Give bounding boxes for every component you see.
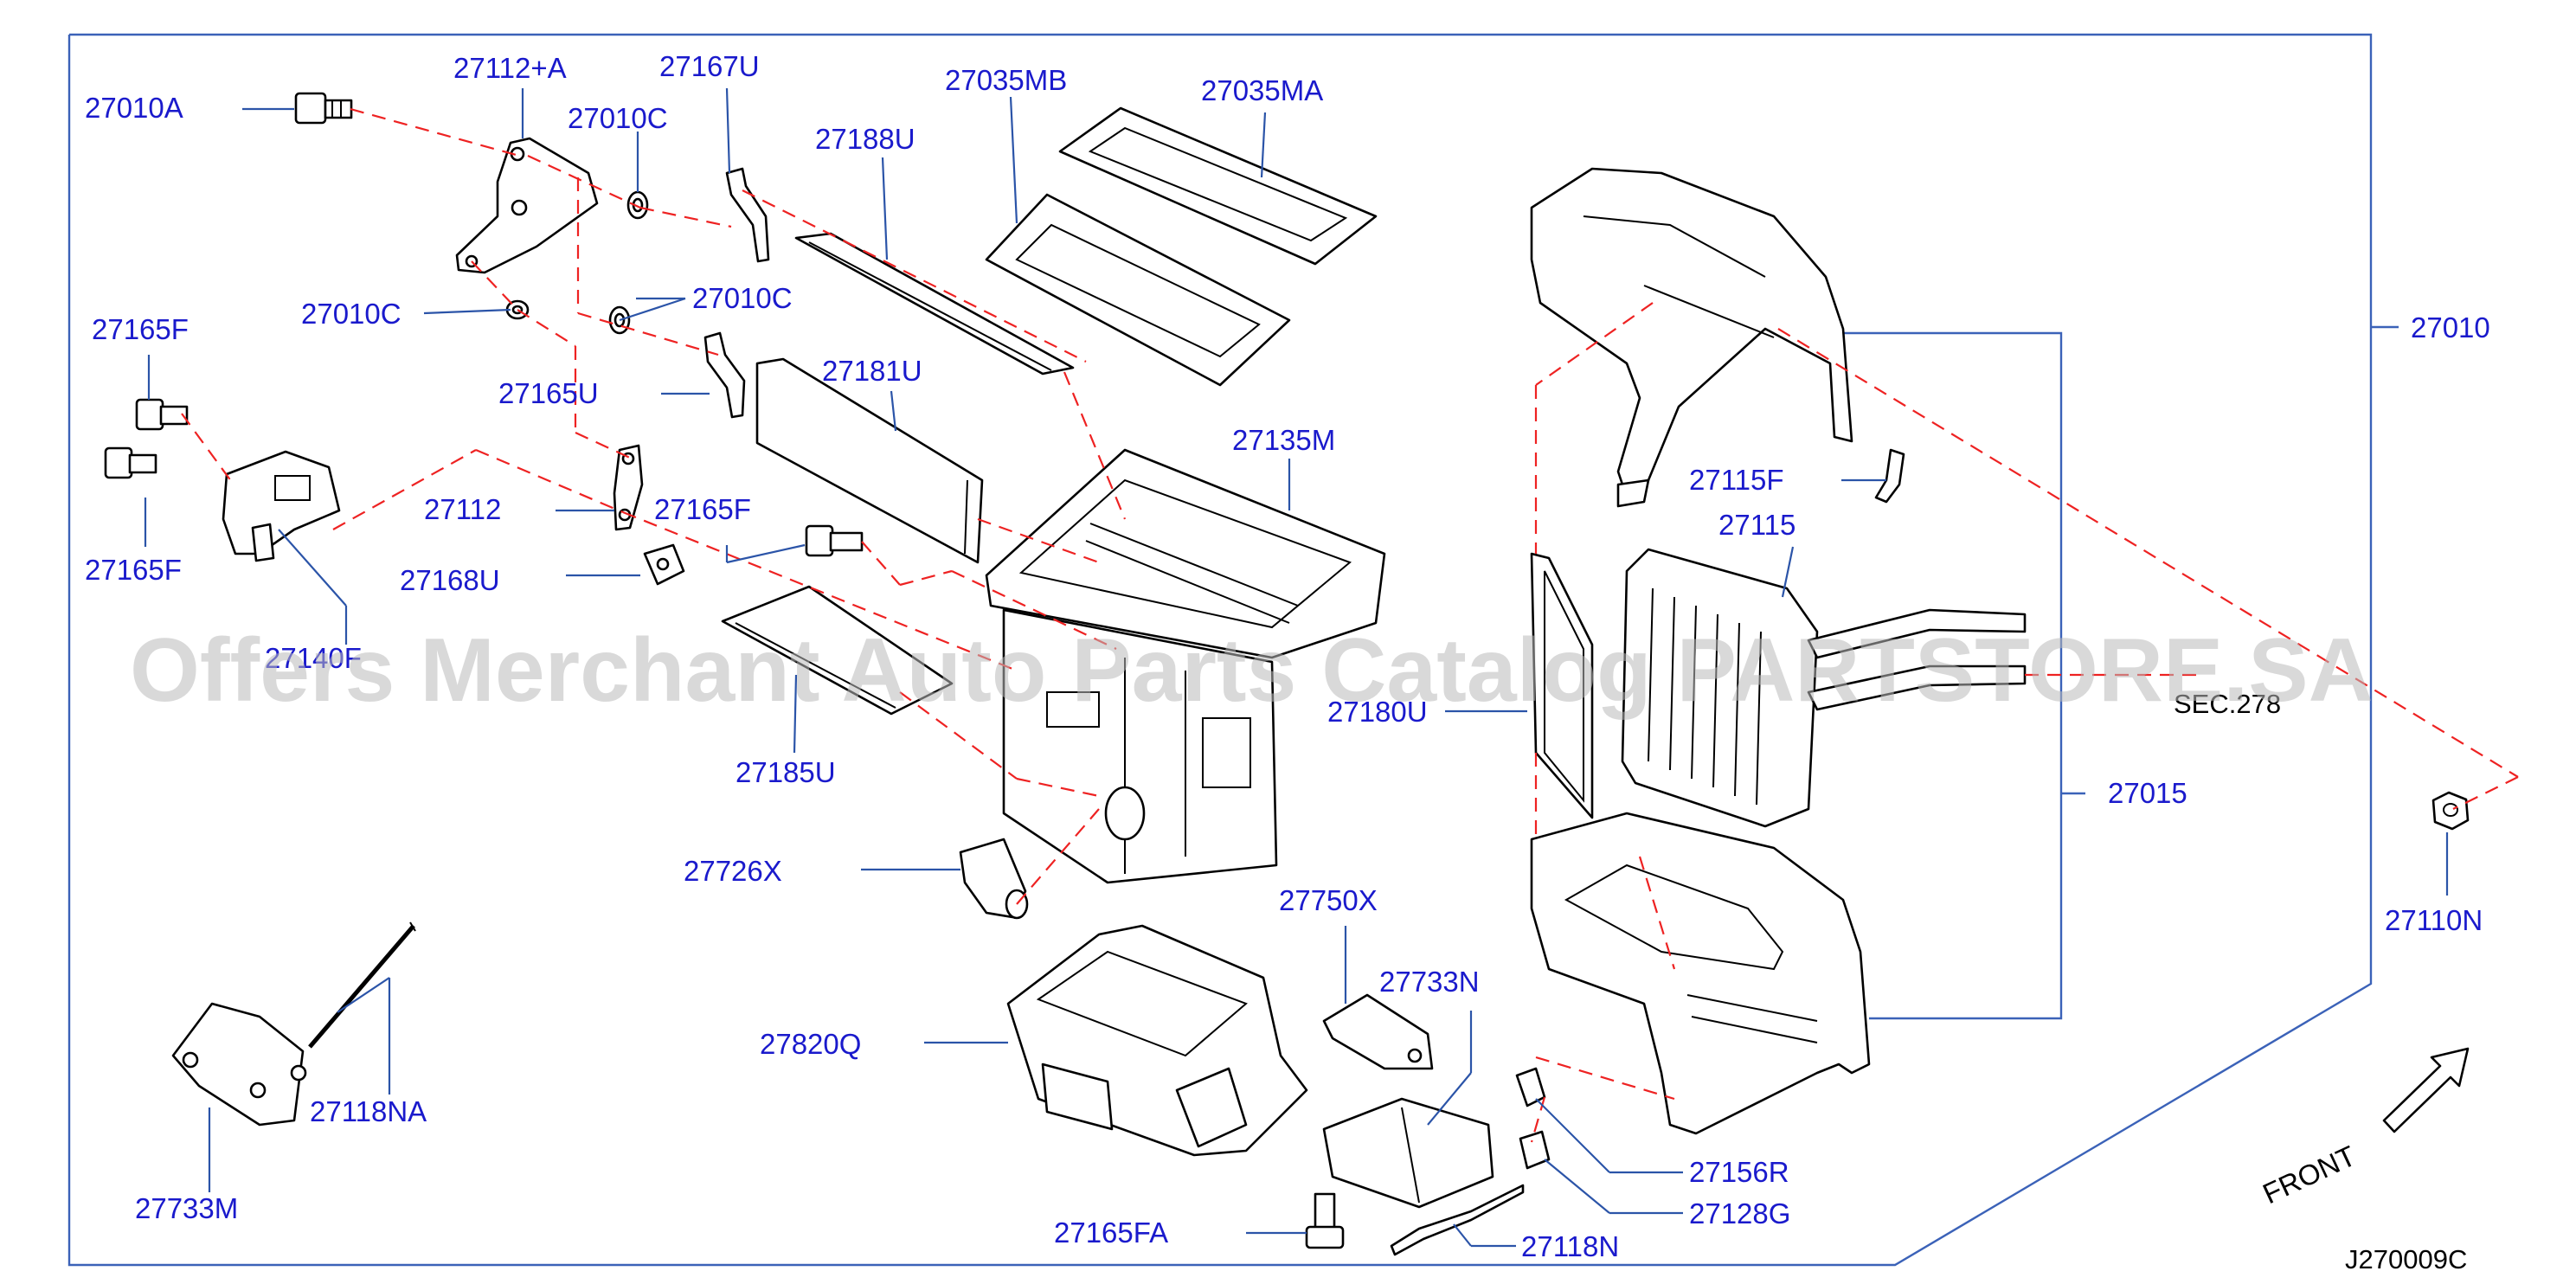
bracket-27112a[interactable]: [455, 137, 599, 274]
lower-case-27015[interactable]: [1530, 812, 1871, 1135]
gasket-27180u[interactable]: [1530, 552, 1594, 819]
bolt-27165f-b[interactable]: [104, 446, 157, 479]
label-27733m[interactable]: 27733M: [135, 1192, 238, 1224]
clip-27115f[interactable]: [1874, 448, 1905, 504]
front-arrow-icon: [2382, 1047, 2470, 1133]
clip-27156r[interactable]: [1515, 1067, 1546, 1107]
nut-27110n[interactable]: [2431, 791, 2470, 831]
label-27110n[interactable]: 27110N: [2385, 904, 2483, 936]
amp-27750x[interactable]: [1322, 1097, 1494, 1209]
lever-27167u[interactable]: [725, 167, 770, 263]
label-27115[interactable]: 27115: [1718, 509, 1795, 541]
part-labels: 27010A 27112+A 27167U 27010C 27035MB 270…: [85, 50, 2490, 1274]
case-27820q[interactable]: [1006, 924, 1308, 1157]
label-27140f[interactable]: 27140F: [265, 642, 362, 674]
heater-core-27115[interactable]: [1621, 548, 2027, 828]
filter-27185u[interactable]: [721, 585, 954, 716]
lever-27165u[interactable]: [703, 331, 746, 419]
case-27135m[interactable]: [985, 448, 1386, 884]
label-27726x[interactable]: 27726X: [684, 855, 782, 887]
bracket-27733m[interactable]: [171, 1002, 307, 1127]
label-27181u[interactable]: 27181U: [822, 355, 922, 387]
label-27820q[interactable]: 27820Q: [760, 1028, 861, 1060]
label-27165f-a[interactable]: 27165F: [92, 313, 189, 345]
label-27035ma[interactable]: 27035MA: [1201, 74, 1323, 106]
label-27010[interactable]: 27010: [2411, 311, 2490, 343]
rod-27118na[interactable]: [308, 921, 416, 1049]
bolt-27010a[interactable]: [294, 92, 353, 125]
label-27156r[interactable]: 27156R: [1689, 1156, 1789, 1188]
label-27118na[interactable]: 27118NA: [310, 1095, 427, 1127]
label-27112[interactable]: 27112: [424, 493, 501, 525]
label-27165f-c[interactable]: 27165F: [85, 554, 182, 586]
upper-case-27010[interactable]: [1530, 167, 1853, 508]
label-27015[interactable]: 27015: [2108, 777, 2187, 809]
label-27750x[interactable]: 27750X: [1279, 884, 1378, 916]
filter-27188u[interactable]: [794, 232, 1075, 376]
filter-27035mb[interactable]: [985, 193, 1291, 387]
watermark: Offers Merchant Auto Parts Catalog PARTS…: [130, 620, 2374, 721]
assembly-frame: [67, 33, 2373, 1267]
washer-27010c-a[interactable]: [626, 190, 649, 220]
actuator-27726x[interactable]: [959, 838, 1029, 920]
label-27010a[interactable]: 27010A: [85, 92, 183, 124]
label-27035mb[interactable]: 27035MB: [945, 64, 1067, 96]
label-27180u[interactable]: 27180U: [1327, 696, 1428, 728]
bracket-27112[interactable]: [613, 444, 644, 531]
bracket-27733n[interactable]: [1322, 993, 1434, 1070]
drawing-code: J270009C: [2345, 1244, 2467, 1274]
actuator-27140f[interactable]: [222, 450, 341, 562]
label-27010c-a[interactable]: 27010C: [568, 102, 668, 134]
label-27118n[interactable]: 27118N: [1521, 1230, 1619, 1262]
label-27167u[interactable]: 27167U: [659, 50, 760, 82]
label-27188u[interactable]: 27188U: [815, 123, 915, 155]
label-27112a[interactable]: 27112+A: [453, 52, 567, 84]
bolt-27165f-c[interactable]: [805, 524, 864, 557]
label-27165u[interactable]: 27165U: [498, 377, 599, 409]
alignment-lines: [181, 107, 2519, 1143]
label-27010c-c[interactable]: 27010C: [692, 282, 793, 314]
leader-lines: [144, 87, 2449, 1248]
label-27135m[interactable]: 27135M: [1232, 424, 1335, 456]
bolt-27165f-a[interactable]: [135, 398, 189, 431]
filter-27035ma[interactable]: [1058, 106, 1378, 266]
clip-27128g[interactable]: [1519, 1130, 1551, 1170]
section-ref-label[interactable]: SEC.278: [2174, 689, 2281, 719]
front-label: FRONT: [2258, 1140, 2361, 1210]
label-27165fa[interactable]: 27165FA: [1054, 1217, 1168, 1249]
label-27010c-b[interactable]: 27010C: [301, 298, 401, 330]
label-27128g[interactable]: 27128G: [1689, 1197, 1790, 1229]
rod-27118n[interactable]: [1390, 1184, 1525, 1256]
label-27168u[interactable]: 27168U: [400, 564, 500, 596]
label-27115f[interactable]: 27115F: [1689, 464, 1783, 496]
filter-27181u[interactable]: [755, 357, 984, 564]
bolt-27165fa[interactable]: [1305, 1192, 1345, 1249]
label-27165f-b[interactable]: 27165F: [654, 493, 751, 525]
label-27733n[interactable]: 27733N: [1379, 966, 1480, 998]
plate-27168u[interactable]: [643, 543, 685, 586]
label-27185u[interactable]: 27185U: [736, 756, 836, 788]
